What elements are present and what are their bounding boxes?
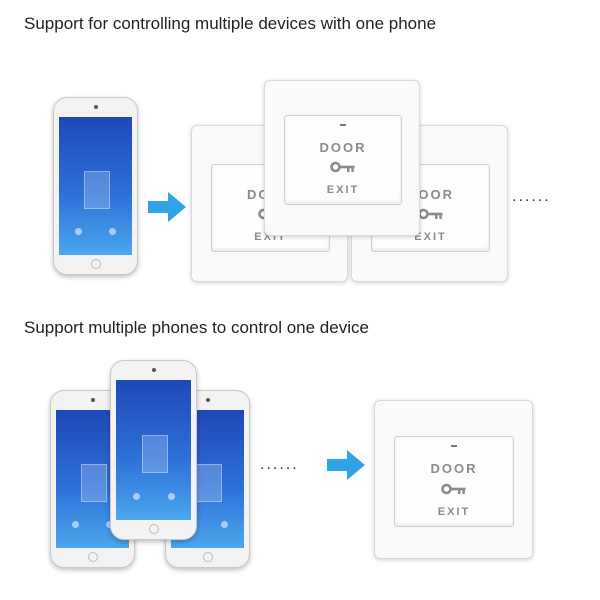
app-button-right [167, 493, 175, 500]
app-button-left [72, 521, 80, 528]
door-switch-plate: DOOR EXIT [374, 400, 533, 559]
key-icon [441, 483, 466, 495]
door-label: DOOR [430, 461, 478, 476]
exit-label: EXIT [437, 506, 471, 518]
app-button-left [132, 493, 140, 500]
exit-label: EXIT [414, 231, 447, 243]
app-switch-graphic [83, 170, 110, 209]
phone-screen [59, 117, 132, 255]
right-arrow-icon [148, 192, 186, 222]
door-label: DOOR [319, 140, 367, 155]
exit-label: EXIT [326, 184, 360, 196]
phone-center [110, 360, 197, 540]
right-arrow-icon [327, 450, 365, 480]
phone-speaker [90, 398, 95, 402]
phone-app-title [59, 126, 132, 134]
phone-top [53, 97, 138, 275]
app-switch-graphic [195, 463, 222, 502]
door-switch-rocker: DOOR EXIT [394, 436, 514, 527]
ellipsis: ...... [260, 456, 299, 473]
home-button [202, 552, 213, 562]
door-switch-rocker: DOOR EXIT [284, 115, 402, 205]
phone-speaker [205, 398, 210, 402]
indicator-led [451, 445, 457, 447]
home-button [90, 259, 101, 269]
home-button [148, 524, 159, 534]
door-switch-plate: DOOR EXIT [264, 80, 420, 236]
app-button-right [105, 521, 113, 528]
app-button-right [108, 228, 116, 235]
phone-screen [116, 380, 191, 520]
top-heading: Support for controlling multiple devices… [24, 14, 437, 33]
bottom-heading: Support multiple phones to control one d… [24, 318, 369, 337]
key-icon [418, 208, 443, 220]
ellipsis: ...... [512, 188, 551, 205]
indicator-led [340, 124, 346, 126]
app-switch-graphic [141, 434, 168, 473]
phone-speaker [93, 105, 98, 109]
phone-statusbar [116, 380, 191, 387]
app-switch-graphic [80, 463, 107, 502]
phone-statusbar [59, 117, 132, 124]
phone-speaker [151, 368, 156, 372]
key-icon [330, 161, 355, 173]
home-button [87, 552, 98, 562]
phone-app-title [116, 389, 191, 397]
app-button-left [75, 228, 83, 235]
app-button-right [220, 521, 228, 528]
